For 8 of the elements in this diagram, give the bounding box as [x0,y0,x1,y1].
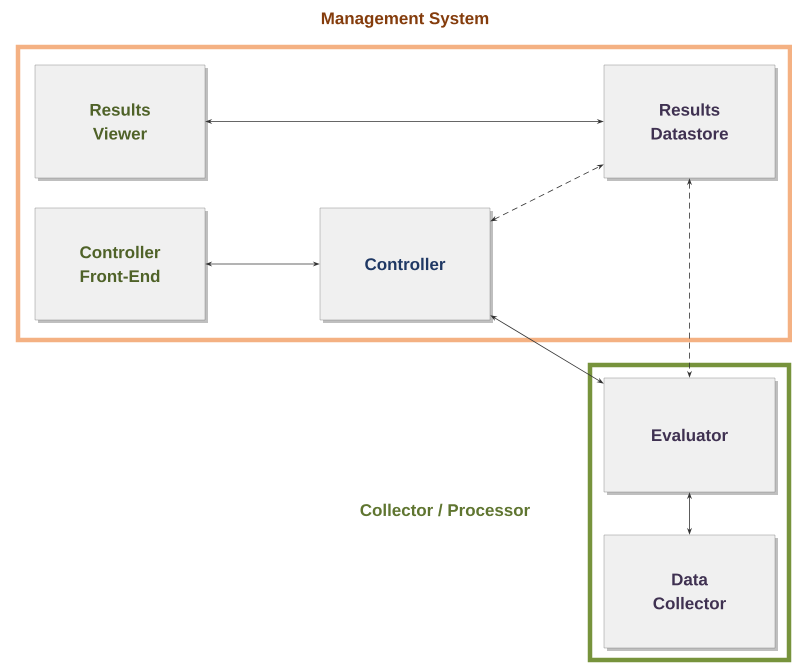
process-box: Results Datastore [604,64,778,181]
process-box: Controller [320,208,493,323]
group-title: Management System [322,12,488,28]
group-title: Collector / Processor [360,504,530,516]
process-box: Data Collector [604,534,778,651]
process-box: Controller Front-End [34,208,208,323]
process-box: Evaluator [604,378,778,495]
process-box: Results Viewer [34,64,208,181]
